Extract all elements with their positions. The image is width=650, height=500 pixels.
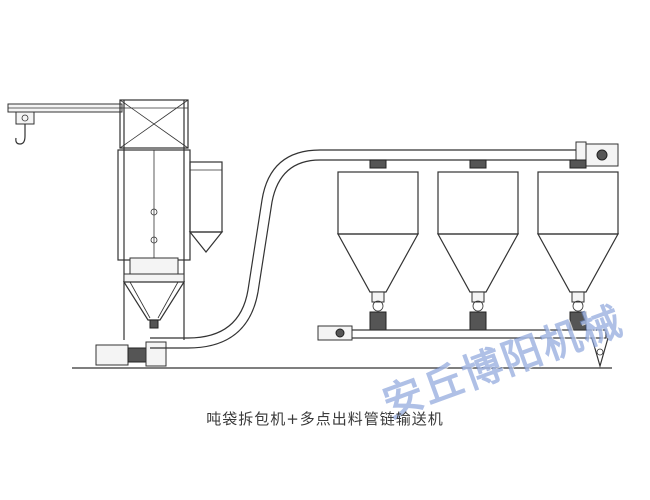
crane-arm [7, 103, 123, 125]
dust-collector [188, 161, 224, 253]
silo-1 [336, 159, 420, 331]
drive-motor [95, 341, 167, 367]
silo-2 [436, 159, 520, 331]
hook-icon [15, 124, 26, 145]
lower-conveyor [317, 325, 609, 369]
silo-3 [536, 159, 620, 331]
ton-bag-hopper [117, 149, 191, 329]
unpacker-frame [119, 99, 189, 340]
tubular-chain-conveyor [150, 141, 619, 349]
figure-caption: 吨袋拆包机+多点出料管链输送机 [206, 410, 444, 428]
